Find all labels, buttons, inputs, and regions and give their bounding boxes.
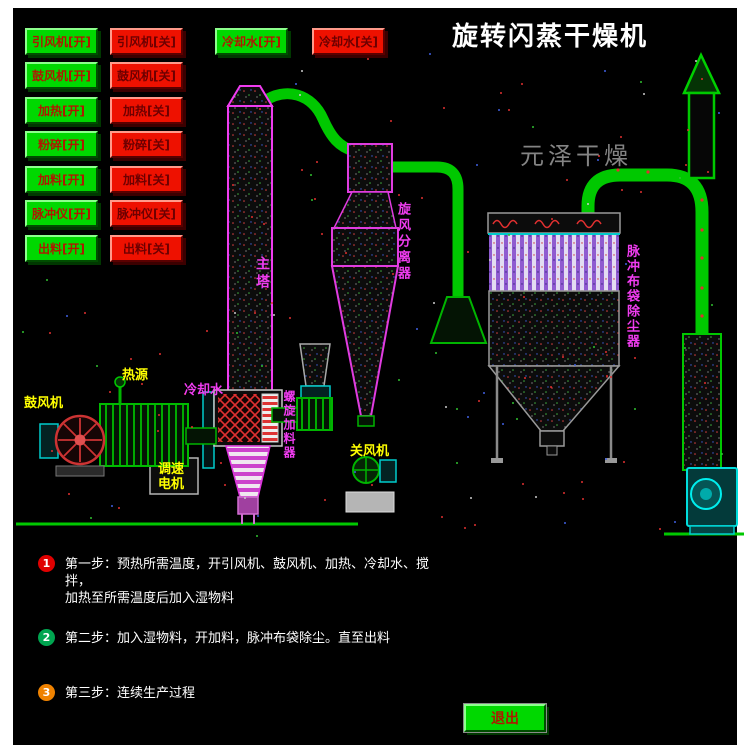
cooling-water-on-button[interactable]: 冷却水[开]	[215, 28, 288, 55]
cyclone-flange	[357, 415, 375, 427]
tower-cap	[226, 85, 274, 107]
cyclone-inlet-box	[347, 143, 393, 193]
discharge-off-button[interactable]: 出料[关]	[110, 235, 183, 262]
feeder-stub	[271, 407, 298, 423]
watermark-text: 元泽干燥	[520, 142, 632, 170]
hot-air-duct	[185, 427, 217, 445]
duct-red-dots	[616, 168, 704, 318]
heating-off-button[interactable]: 加热[关]	[110, 97, 183, 124]
exit-button[interactable]: 退出	[463, 703, 547, 733]
label-screw-feeder: 螺旋加料器	[282, 390, 296, 460]
cyclone-funnel	[332, 191, 397, 229]
heat-valve	[114, 376, 126, 404]
step-1-badge: 1	[38, 555, 55, 572]
cooling-water-off-button[interactable]: 冷却水[关]	[312, 28, 385, 55]
bagfilter-outlet-stub	[546, 445, 558, 456]
pulse-instrument-off-button[interactable]: 脉冲仪[关]	[110, 200, 183, 227]
heating-on-button[interactable]: 加热[开]	[25, 97, 98, 124]
stack-sleeve	[682, 333, 722, 471]
bagfilter-outlet	[539, 430, 565, 447]
induced-fan-on-button[interactable]: 引风机[开]	[25, 28, 98, 55]
step-3: 3 第三步：连续生产过程	[38, 684, 196, 702]
step-1-text: 第一步：预热所需温度，开引风机、鼓风机、加热、冷却水、搅 拌， 加热至所需温度后…	[65, 557, 430, 606]
induced-fan-off-button[interactable]: 引风机[关]	[110, 28, 183, 55]
label-rotary-valve: 关风机	[350, 444, 390, 459]
label-cyclone: 旋风分离器	[395, 202, 410, 282]
feeding-on-button[interactable]: 加料[开]	[25, 166, 98, 193]
blower-fan	[39, 414, 106, 477]
pipe-tower-to-cyclone-inlet	[259, 88, 356, 157]
step-2: 2 第二步：加入湿物料，开加料，脉冲布袋除尘。直至出料	[38, 629, 391, 647]
label-speed-motor: 调速电机	[158, 462, 185, 492]
feed-hopper	[299, 343, 331, 387]
cyclone-body	[331, 227, 399, 267]
page-title: 旋转闪蒸干燥机	[452, 22, 649, 52]
label-blower: 鼓风机	[24, 396, 64, 411]
bag-filter	[487, 212, 621, 463]
pipe-bagfilter-to-fan	[581, 168, 709, 468]
cyclone-cone	[330, 265, 400, 417]
rotary-valve	[345, 456, 397, 513]
heat-source-body	[99, 403, 189, 467]
stack-cap	[682, 52, 721, 95]
stirrer-motor	[237, 496, 259, 515]
stirrer-cone	[225, 445, 271, 498]
stack-pipe	[687, 91, 716, 180]
feeder-motor	[300, 385, 331, 399]
induced-fan	[686, 467, 738, 535]
label-cooling-water: 冷却水	[184, 383, 224, 398]
step-3-text: 第三步：连续生产过程	[65, 686, 196, 701]
blower-off-button[interactable]: 鼓风机[关]	[110, 62, 183, 89]
bagfilter-inlet-cone	[429, 296, 488, 344]
crushing-on-button[interactable]: 粉碎[开]	[25, 131, 98, 158]
process-diagram	[16, 52, 744, 536]
label-main-tower: 主塔	[254, 256, 270, 292]
feeding-off-button[interactable]: 加料[关]	[110, 166, 183, 193]
step-2-badge: 2	[38, 629, 55, 646]
step-3-badge: 3	[38, 684, 55, 701]
step-1: 1 第一步：预热所需温度，开引风机、鼓风机、加热、冷却水、搅 拌， 加热至所需温…	[38, 555, 430, 607]
pipe-cyclone-to-bagfilter	[390, 161, 464, 300]
bagfilter-cone	[487, 365, 621, 432]
motor-legs	[241, 514, 255, 524]
crusher-blades	[218, 394, 260, 442]
crushing-off-button[interactable]: 粉碎[关]	[110, 131, 183, 158]
feeder-housing	[296, 397, 333, 431]
step-2-text: 第二步：加入湿物料，开加料，脉冲布袋除尘。直至出料	[65, 631, 391, 646]
screw-feeder	[271, 343, 333, 431]
label-bag-filter: 脉冲布袋除尘器	[624, 244, 639, 349]
pulse-instrument-on-button[interactable]: 脉冲仪[开]	[25, 200, 98, 227]
discharge-on-button[interactable]: 出料[开]	[25, 235, 98, 262]
pulse-coils	[492, 219, 602, 229]
filter-bags	[489, 235, 619, 291]
blower-on-button[interactable]: 鼓风机[开]	[25, 62, 98, 89]
bagfilter-legs	[495, 366, 613, 458]
label-heat-source: 热源	[122, 368, 149, 383]
bagfilter-body	[488, 290, 620, 367]
tower-body	[227, 105, 273, 393]
